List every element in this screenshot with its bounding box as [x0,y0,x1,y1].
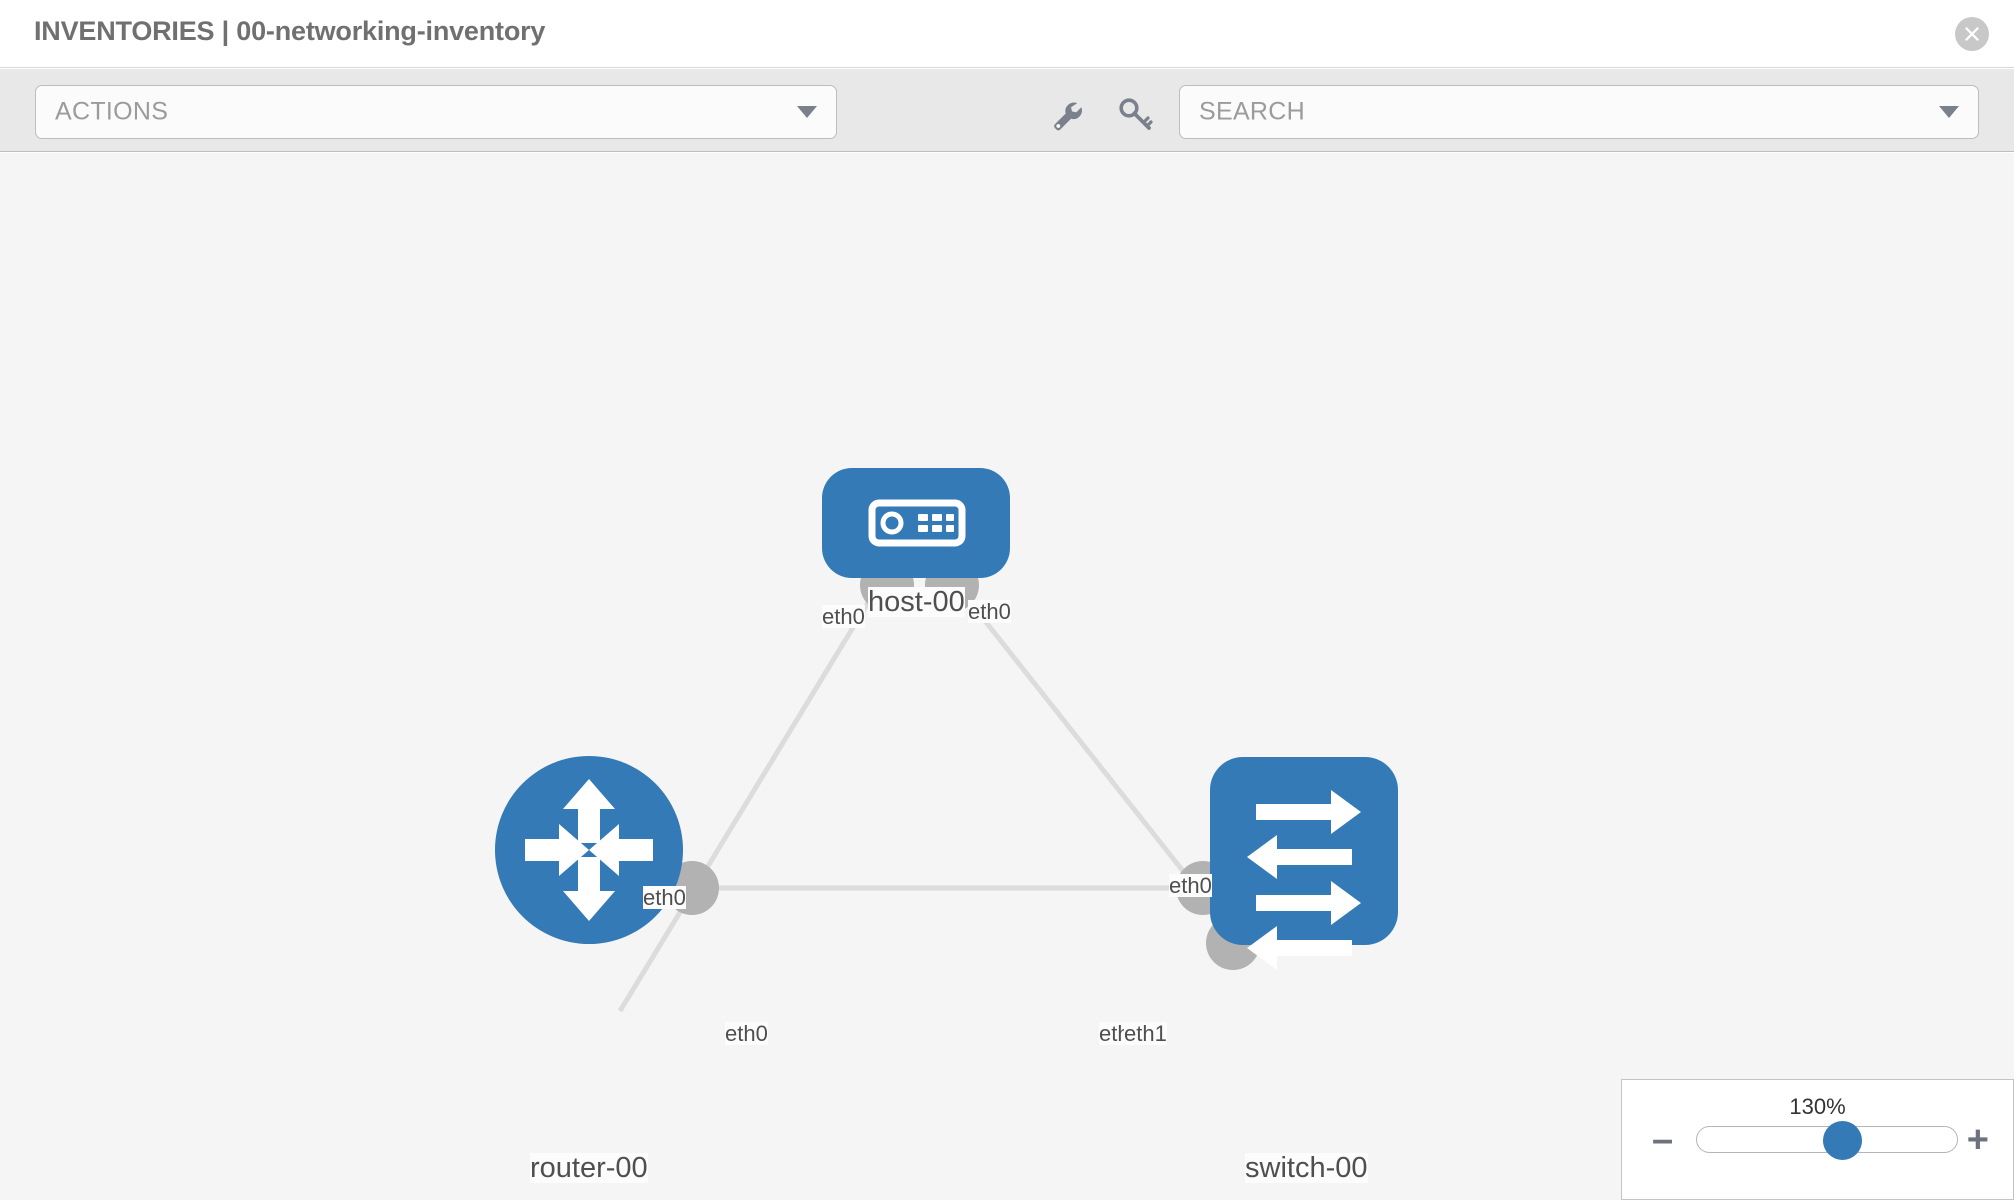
zoom-in-button[interactable]: + [1966,1119,1989,1161]
zoom-control-panel: 130% – + [1621,1079,2014,1200]
wrench-icon[interactable] [1046,95,1086,135]
node-label-switch-00: switch-00 [1245,1152,1368,1184]
close-button[interactable] [1955,17,1989,51]
link-router-host[interactable] [617,581,883,1013]
search-input[interactable]: SEARCH [1179,85,1979,139]
topology-graph [495,468,1398,1013]
page-header: INVENTORIES | 00-networking-inventory [0,0,2014,68]
node-router-00[interactable] [495,756,683,944]
key-icon[interactable] [1116,95,1156,135]
interface-label-switch-up: eth0 [1169,873,1212,898]
server-icon [868,499,966,547]
node-label-host-00: host-00 [868,586,965,618]
router-icon [525,779,653,921]
switch-icon [1247,790,1361,970]
actions-dropdown[interactable]: ACTIONS [35,85,837,139]
node-label-router-00: router-00 [530,1152,648,1184]
interface-label-host-left: eth0 [822,604,865,629]
search-placeholder: SEARCH [1199,97,1305,126]
page-title: INVENTORIES | 00-networking-inventory [34,16,546,46]
interface-label-router-right: eth0 [725,1021,768,1046]
interface-label-switch-left: eth1 [1124,1021,1167,1046]
topology-canvas[interactable]: eth0 host-00 eth0 eth0 eth0 eth0 eth0 et… [0,153,2014,1200]
chevron-down-icon [797,106,817,118]
zoom-out-button[interactable]: – [1652,1119,1674,1161]
zoom-level-label: 130% [1789,1094,1846,1119]
zoom-slider[interactable] [1696,1121,1958,1160]
close-icon [1965,27,1979,41]
zoom-slider-thumb[interactable] [1823,1121,1862,1160]
interface-label-host-right: eth0 [968,599,1011,624]
interface-label-router-up: eth0 [643,885,686,910]
node-switch-00[interactable] [1210,757,1398,970]
actions-dropdown-label: ACTIONS [55,97,169,126]
chevron-down-icon [1939,106,1959,118]
node-host-00[interactable] [822,468,1010,578]
